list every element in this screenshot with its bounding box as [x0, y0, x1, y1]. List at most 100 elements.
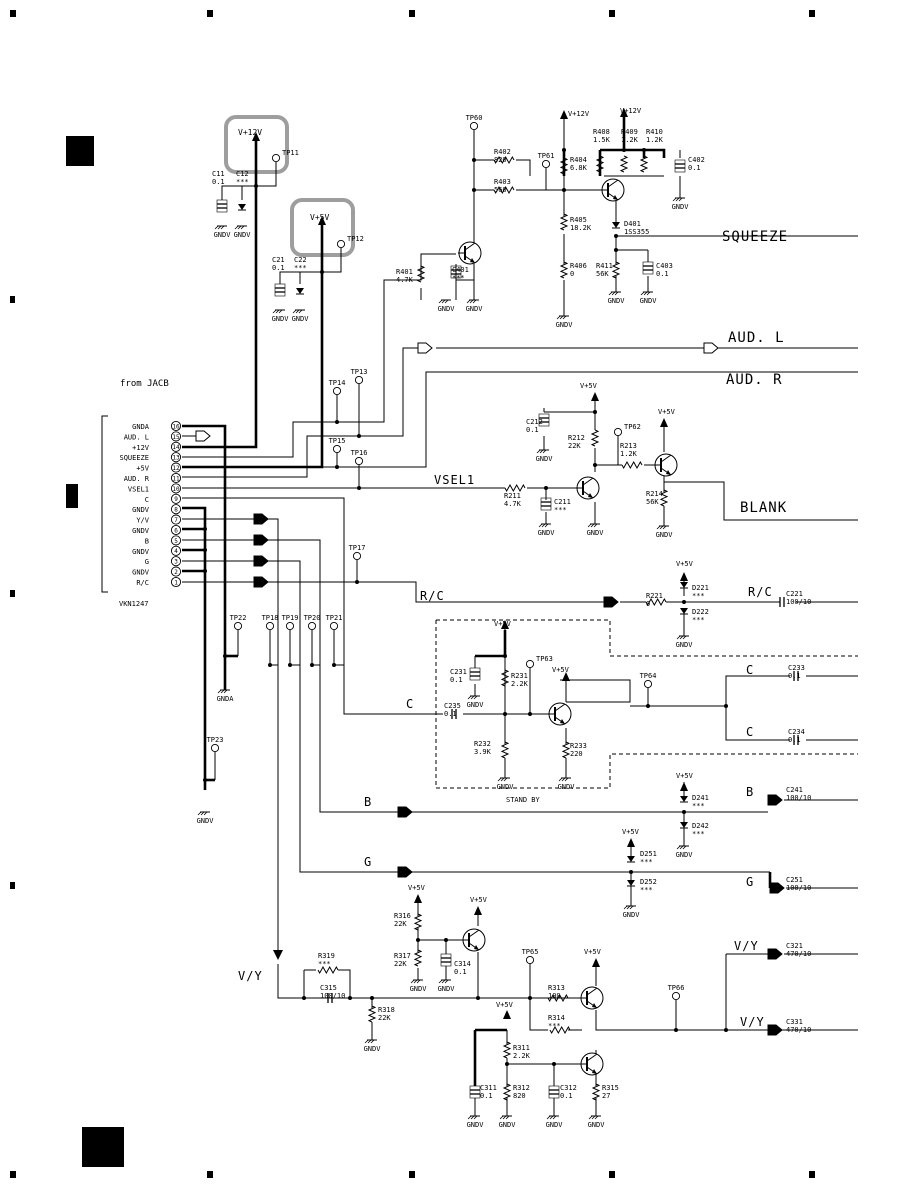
component-value: 820	[494, 156, 507, 164]
component-ref: R316	[394, 912, 411, 920]
junction-dot	[370, 996, 374, 1000]
connector-pin-circle	[170, 535, 182, 546]
junction-dot	[310, 663, 314, 667]
gnd-q211: GNDV	[587, 523, 604, 537]
label-vy-out1: V/Y	[734, 939, 759, 953]
junction-dot	[254, 184, 258, 188]
resistor-symbol	[639, 155, 649, 173]
ground-label: GNDA	[217, 695, 235, 703]
ground-label: GNDV	[656, 531, 674, 539]
junction-dot	[472, 158, 476, 162]
connector-pin-circle	[170, 576, 182, 588]
bold-wires	[182, 117, 772, 1086]
ground-hatch	[472, 299, 477, 304]
ground-hatch	[679, 635, 684, 640]
component-ref: C331	[786, 1018, 803, 1026]
junction-dot	[444, 938, 448, 942]
component-ref: D221	[692, 584, 709, 592]
component-ref: R402	[494, 148, 511, 156]
connector-pin-label: GNDV	[132, 548, 150, 556]
test-point-label: TP16	[351, 449, 368, 457]
test-point-circle	[265, 621, 275, 631]
component-value: ***	[554, 506, 567, 514]
v5-arrow-r311	[503, 1010, 511, 1019]
transistor-collector	[582, 477, 594, 486]
test-point-label: TP62	[624, 423, 641, 431]
gnd-main-gndv: GNDV	[197, 811, 214, 825]
ground-hatch	[473, 1115, 478, 1120]
junction-dot	[562, 148, 566, 152]
component-d251: D251***	[627, 850, 657, 866]
connector-pin-circle	[170, 524, 182, 536]
diode-symbol	[612, 222, 620, 228]
symbols	[195, 108, 785, 1076]
gnd-d252: GNDV	[623, 905, 640, 919]
connector-pin-circle	[170, 431, 182, 442]
component-value: 22K	[378, 1014, 391, 1022]
transistor-arrow	[592, 1069, 597, 1074]
gnd-r315: GNDV	[588, 1115, 605, 1129]
ground-label: GNDV	[536, 455, 554, 463]
gnd-r233: GNDV	[558, 777, 575, 791]
ground-hatch	[608, 291, 613, 296]
component-ref: R231	[511, 672, 528, 680]
test-point-circle	[271, 153, 281, 163]
ground-label: GNDV	[214, 231, 232, 239]
component-ref: R213	[620, 442, 637, 450]
v12-arrow-left	[252, 132, 260, 141]
ground-label: GNDV	[438, 985, 456, 993]
label-g-in: G	[364, 855, 372, 869]
component-ref: C233	[788, 664, 805, 672]
ground-hatch	[237, 225, 242, 230]
ground-hatch	[500, 777, 505, 782]
component-value: ***	[692, 592, 705, 600]
ground-hatch	[536, 449, 541, 454]
ground-hatch	[220, 225, 225, 230]
connector-pin-circle	[170, 420, 182, 432]
v5-arrow-d241	[680, 782, 688, 791]
component-value: 0	[646, 600, 650, 608]
capacitor-body	[469, 1085, 481, 1099]
ground-hatch	[682, 635, 687, 640]
connector-pin-circle	[170, 514, 182, 525]
test-point-tp11: TP11	[271, 149, 299, 163]
ground-hatch	[467, 1115, 472, 1120]
ground-hatch	[469, 299, 474, 304]
gnd-c311: GNDV	[467, 1115, 484, 1129]
test-point-circle	[332, 444, 342, 454]
junction-dot	[416, 938, 420, 942]
resistor-symbol	[502, 1041, 512, 1059]
ground-hatch	[593, 523, 598, 528]
test-point-circle	[352, 551, 362, 561]
arrow-rc-mid	[603, 596, 619, 608]
ground-hatch	[678, 197, 683, 202]
component-ref: R233	[570, 742, 587, 750]
connector-pin-circle	[170, 545, 182, 556]
connector-pin-number: 14	[172, 444, 180, 451]
junction-dot	[622, 148, 626, 152]
transistor-collector	[468, 929, 480, 938]
v5-arrow-d221	[680, 572, 688, 581]
ground-label: GNDV	[364, 1045, 382, 1053]
arrow-yv	[253, 513, 269, 525]
ground-label: GNDV	[556, 321, 574, 329]
component-value: ***	[452, 274, 465, 282]
arrow-aud-l-mid	[417, 342, 433, 354]
ground-hatch	[497, 777, 502, 782]
